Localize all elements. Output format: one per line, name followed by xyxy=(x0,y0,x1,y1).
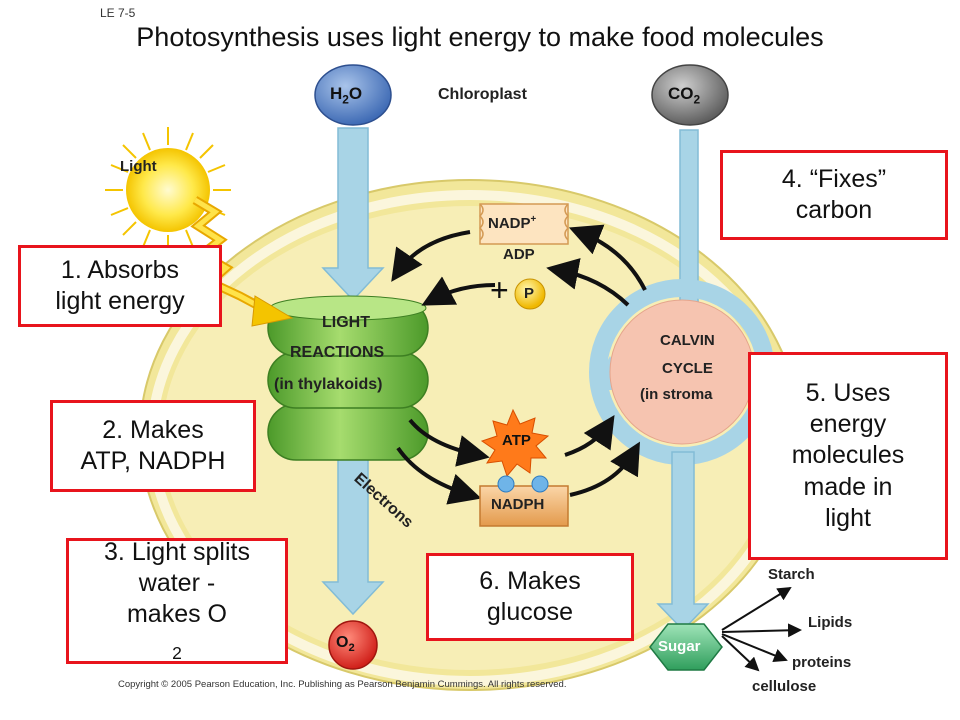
nadp-card xyxy=(479,203,569,245)
atp-label: ATP xyxy=(502,432,531,449)
cellulose-label: cellulose xyxy=(752,678,817,695)
co2-label: CO2 xyxy=(668,84,701,107)
arrow-calvin-to-adp xyxy=(546,258,630,307)
phosphate-ball xyxy=(514,278,546,310)
light-label: Light xyxy=(120,158,157,175)
nadp-label: NADP+ xyxy=(488,214,537,232)
nadph-electron-ball-1 xyxy=(497,475,515,493)
arrow-nadph-to-calvin xyxy=(569,441,640,497)
h2o-label: H2O xyxy=(330,84,363,107)
starch-label: Starch xyxy=(768,566,815,583)
plus-sign: + xyxy=(490,272,509,308)
page-title: Photosynthesis uses light energy to make… xyxy=(136,22,824,52)
calvin-label-1: CALVIN xyxy=(660,332,715,349)
callout-fixes-carbon: 4. “Fixes”carbon xyxy=(720,150,948,240)
nadph-electron-ball-2 xyxy=(531,475,549,493)
proteins-label: proteins xyxy=(792,654,852,671)
thylakoid-stack xyxy=(267,295,429,461)
arrow-light-to-nadph xyxy=(396,446,482,505)
co2-molecule xyxy=(651,64,729,126)
arrow-to-lipids xyxy=(721,623,802,638)
arrow-light-to-atp xyxy=(408,418,490,467)
copyright-notice: Copyright © 2005 Pearson Education, Inc.… xyxy=(118,679,567,690)
adp-label: ADP xyxy=(503,246,535,263)
h2o-molecule xyxy=(314,64,392,126)
arrow-atp-to-calvin xyxy=(564,414,615,457)
phosphate-label: P xyxy=(524,285,535,302)
arrow-to-starch xyxy=(721,586,792,631)
light-ray-arrowhead xyxy=(251,295,294,327)
sugar-hexagon xyxy=(649,623,723,671)
nadph-box xyxy=(479,485,569,527)
lipids-label: Lipids xyxy=(808,614,853,631)
in-stroma-label: (in stroma xyxy=(640,386,713,403)
o2-molecule xyxy=(328,620,378,670)
arrow-nadp-to-light xyxy=(391,230,471,282)
arrow-adp-to-light xyxy=(421,276,496,306)
arrow-to-cellulose xyxy=(721,635,760,672)
calvin-label-2: CYCLE xyxy=(662,360,713,377)
light-reactions-label-1: LIGHT xyxy=(322,314,370,331)
arrow-to-proteins xyxy=(721,633,788,662)
atp-starburst xyxy=(480,408,550,478)
chloroplast-label: Chloroplast xyxy=(438,86,527,103)
in-thylakoids-label: (in thylakoids) xyxy=(274,376,383,393)
slide-id: LE 7-5 xyxy=(100,6,136,20)
o2-label: O2 xyxy=(336,634,355,655)
light-reactions-label-2: REACTIONS xyxy=(290,344,385,361)
nadph-label: NADPH xyxy=(491,496,545,513)
sugar-label: Sugar xyxy=(658,638,701,655)
h2o-input-arrow xyxy=(321,127,385,302)
sugar-output-arrow xyxy=(656,451,710,632)
arrow-calvin-to-nadp xyxy=(568,224,647,291)
